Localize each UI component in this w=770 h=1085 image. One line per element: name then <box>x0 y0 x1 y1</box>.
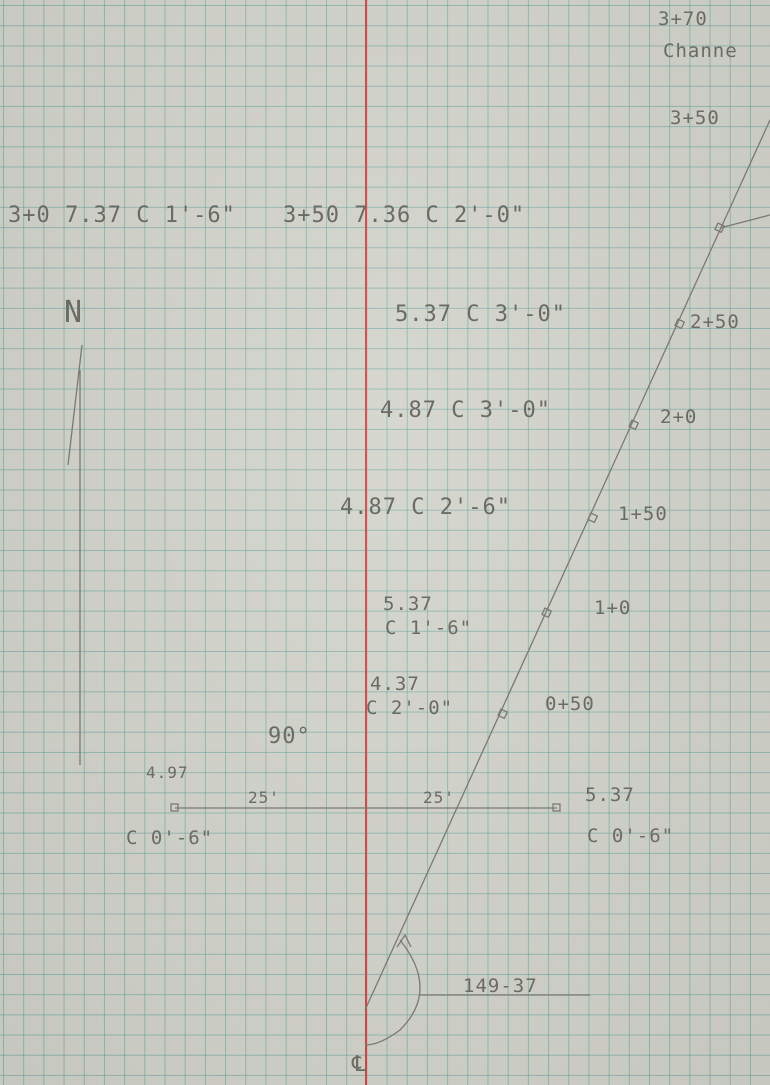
section-1+0-value: 5.37 <box>383 593 433 615</box>
station-1+50: 1+50 <box>618 503 668 525</box>
section-1+0-cut: C 1'-6" <box>385 617 473 639</box>
baseline-left-distance: 25' <box>248 788 280 807</box>
stake-0+50 <box>497 708 509 720</box>
bearing-label: 149-37 <box>463 975 538 997</box>
stake-1+0 <box>541 607 553 619</box>
margin-line <box>365 0 367 1085</box>
angle-arc <box>364 939 421 1046</box>
baseline-left-cut: C 0'-6" <box>126 827 214 849</box>
baseline-right-stake <box>552 803 561 812</box>
angle-arrowhead <box>396 933 412 948</box>
section-0+50-value: 4.37 <box>370 673 420 695</box>
section-3+0: 3+0 7.37 C 1'-6" <box>8 203 236 228</box>
channel-line <box>364 119 770 1011</box>
baseline-right-value: 5.37 <box>585 784 635 806</box>
baseline-right-distance: 25' <box>423 788 455 807</box>
centerline-symbol: ℄ <box>352 1052 368 1077</box>
section-2+50: 5.37 C 3'-0" <box>395 302 566 327</box>
stake-2+50 <box>674 318 686 330</box>
channel-branch <box>719 214 770 229</box>
channel-station: 3+70 <box>658 8 708 30</box>
section-3+50: 3+50 7.36 C 2'-0" <box>283 203 526 228</box>
north-arrow-shaft <box>67 344 83 466</box>
station-1+0: 1+0 <box>594 597 632 619</box>
stake-3+50 <box>714 222 726 234</box>
station-2+0: 2+0 <box>660 406 698 428</box>
station-3+50: 3+50 <box>670 107 720 129</box>
baseline-right-cut: C 0'-6" <box>587 825 675 847</box>
section-0+50-cut: C 2'-0" <box>366 697 454 719</box>
channel-label: Channe <box>663 40 738 62</box>
section-1+50: 4.87 C 2'-6" <box>340 495 511 520</box>
north-label: N <box>64 295 84 330</box>
station-0+50: 0+50 <box>545 693 595 715</box>
station-2+50: 2+50 <box>690 311 740 333</box>
stake-2+0 <box>628 419 640 431</box>
angle-label: 90° <box>268 724 311 749</box>
baseline-left-stake <box>170 803 179 812</box>
baseline-left-value: 4.97 <box>146 763 189 782</box>
stake-1+50 <box>587 512 599 524</box>
section-2+0: 4.87 C 3'-0" <box>380 398 551 423</box>
